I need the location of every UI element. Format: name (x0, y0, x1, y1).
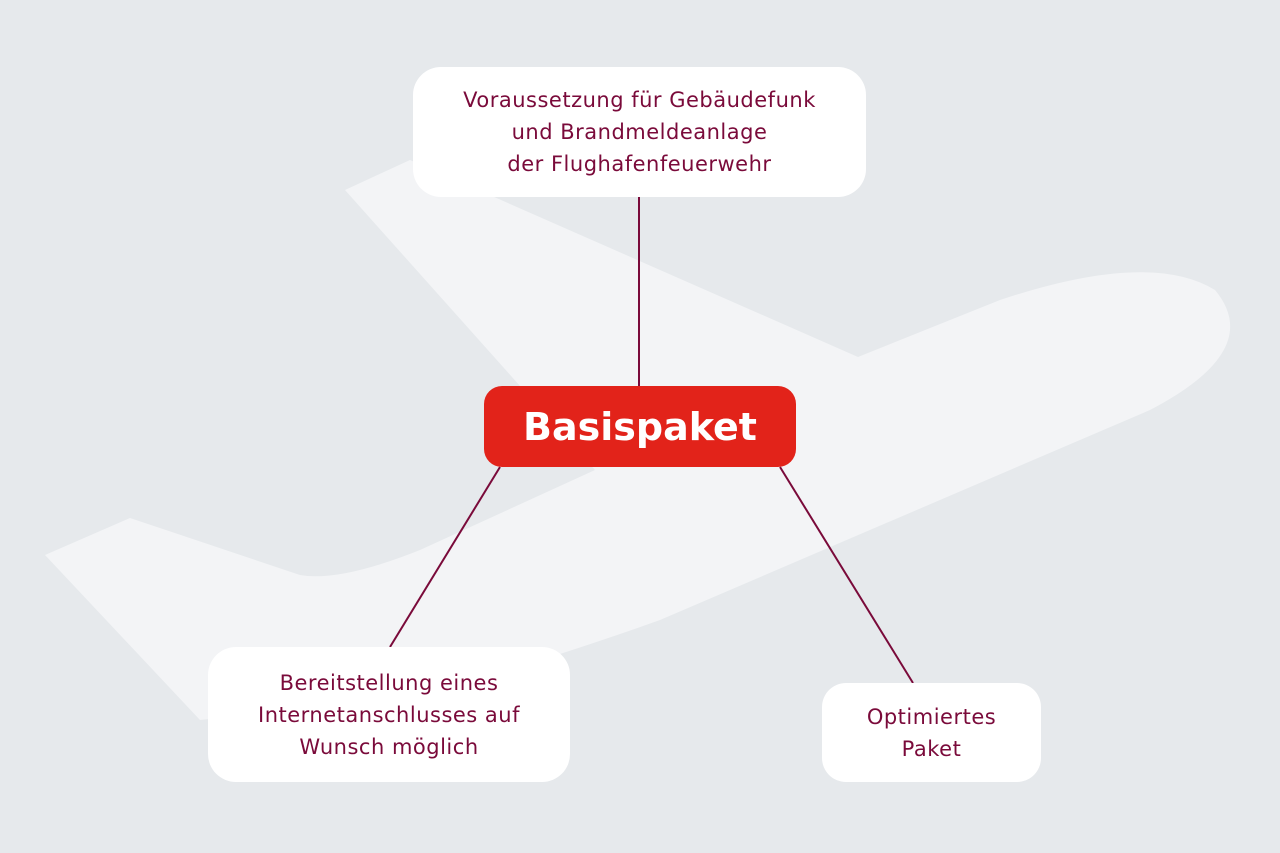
node-line: Optimiertes (866, 704, 997, 729)
center-node-basispaket: Basispaket (484, 386, 796, 467)
node-line: und Brandmeldeanlage (511, 120, 768, 144)
connector-left (389, 466, 501, 648)
node-line: Bereitstellung eines (279, 670, 499, 695)
node-line: Internetanschlusses auf (258, 702, 520, 727)
node-fire-department: Voraussetzung für Gebäudefunk und Brandme… (413, 67, 866, 197)
node-line: der Flughafenfeuerwehr (507, 152, 772, 176)
node-line: Paket (901, 736, 962, 761)
node-line: Wunsch möglich (299, 734, 479, 759)
center-label: Basispaket (523, 404, 757, 449)
connector-right (779, 466, 914, 684)
node-line: Voraussetzung für Gebäudefunk (463, 88, 816, 112)
